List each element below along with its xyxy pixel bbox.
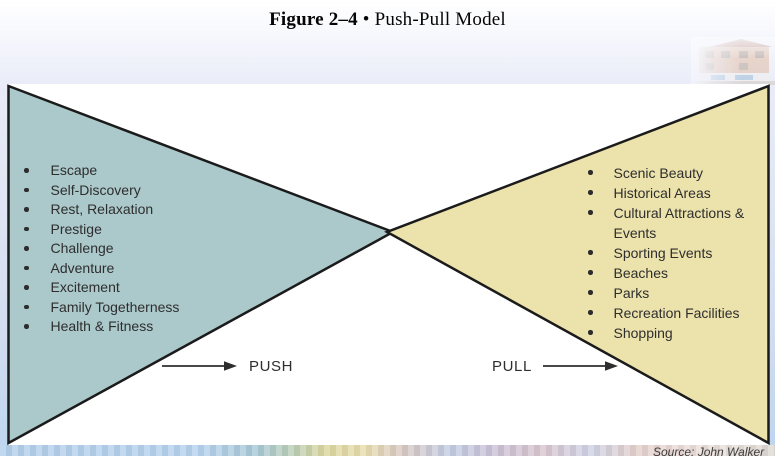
bullet-dot	[588, 270, 593, 275]
push-factor-item: Rest, Relaxation	[24, 200, 179, 220]
bullet-dot	[24, 304, 29, 310]
figure-name: Push-Pull Model	[374, 9, 506, 30]
pull-factor-item: Recreation Facilities	[588, 303, 775, 323]
bullet-dot	[24, 187, 29, 193]
pull-factor-item: Parks	[588, 283, 775, 303]
factor-label: Excitement	[50, 279, 120, 295]
push-triangle	[7, 84, 396, 446]
factor-label: Challenge	[50, 240, 114, 256]
figure-number: Figure 2–4	[269, 9, 358, 30]
factor-label: Prestige	[50, 220, 102, 237]
factor-label: Cultural Attractions & Events	[613, 205, 745, 241]
pull-triangle	[384, 84, 770, 446]
pull-arrow	[543, 361, 618, 371]
push-factor-item: Escape	[24, 161, 179, 181]
bullet-dot	[588, 330, 593, 335]
bullet-dot	[588, 310, 593, 315]
bullet-dot	[24, 168, 29, 173]
pull-label: PULL	[492, 358, 532, 375]
factor-label: Scenic Beauty	[613, 165, 704, 181]
factor-label: Self-Discovery	[50, 181, 141, 198]
figure-title: Figure 2–4 • Push-Pull Model	[0, 9, 775, 31]
factor-label: Health & Fitness	[50, 318, 154, 334]
pull-factor-item: Cultural Attractions & Events	[588, 203, 775, 243]
pull-factor-item: Shopping	[588, 323, 775, 343]
bullet-dot	[24, 207, 29, 212]
push-factor-item: Excitement	[24, 278, 179, 298]
factor-label: Historical Areas	[613, 185, 711, 201]
factor-label: Family Togetherness	[50, 298, 180, 315]
factor-label: Escape	[50, 162, 98, 178]
factor-label: Adventure	[50, 259, 115, 276]
push-factor-item: Health & Fitness	[24, 317, 179, 337]
bullet-dot	[588, 290, 593, 295]
push-factor-item: Adventure	[24, 259, 179, 279]
pull-factor-item: Sporting Events	[588, 243, 775, 263]
bullet-dot	[24, 226, 29, 232]
pull-factor-item: Historical Areas	[588, 183, 775, 203]
bullet-dot	[588, 170, 593, 175]
factor-label: Beaches	[613, 265, 668, 281]
bullet-dot	[588, 210, 593, 215]
pull-factors-list: Scenic Beauty Historical Areas Cultural …	[588, 163, 775, 343]
building-illustration	[691, 39, 775, 85]
source-credit: Source: John Walker	[653, 445, 765, 456]
bullet-dot	[24, 285, 29, 290]
factor-label: Parks	[613, 285, 650, 301]
bullet-dot	[24, 324, 29, 329]
push-arrow	[162, 361, 237, 371]
factor-label: Shopping	[613, 325, 673, 341]
push-factor-item: Self-Discovery	[24, 181, 179, 201]
pull-factor-item: Beaches	[588, 263, 775, 283]
background-photo-strip	[0, 445, 775, 456]
factor-label: Recreation Facilities	[613, 305, 740, 321]
push-label: PUSH	[249, 358, 294, 375]
push-factor-item: Family Togetherness	[24, 298, 179, 318]
bullet-dot	[588, 250, 593, 255]
bullet-dot	[24, 246, 29, 251]
factor-label: Sporting Events	[613, 245, 713, 261]
push-factor-item: Challenge	[24, 239, 179, 259]
background-building-photo	[691, 37, 775, 85]
photo-fade-overlay	[691, 37, 775, 85]
pull-factor-item: Scenic Beauty	[588, 163, 775, 183]
push-factors-list: Escape Self-Discovery Rest, Relaxation P…	[24, 161, 179, 337]
title-separator: •	[357, 9, 375, 30]
bullet-dot	[588, 190, 593, 195]
factor-label: Rest, Relaxation	[50, 201, 154, 217]
push-factor-item: Prestige	[24, 220, 179, 240]
bullet-dot	[24, 265, 29, 271]
